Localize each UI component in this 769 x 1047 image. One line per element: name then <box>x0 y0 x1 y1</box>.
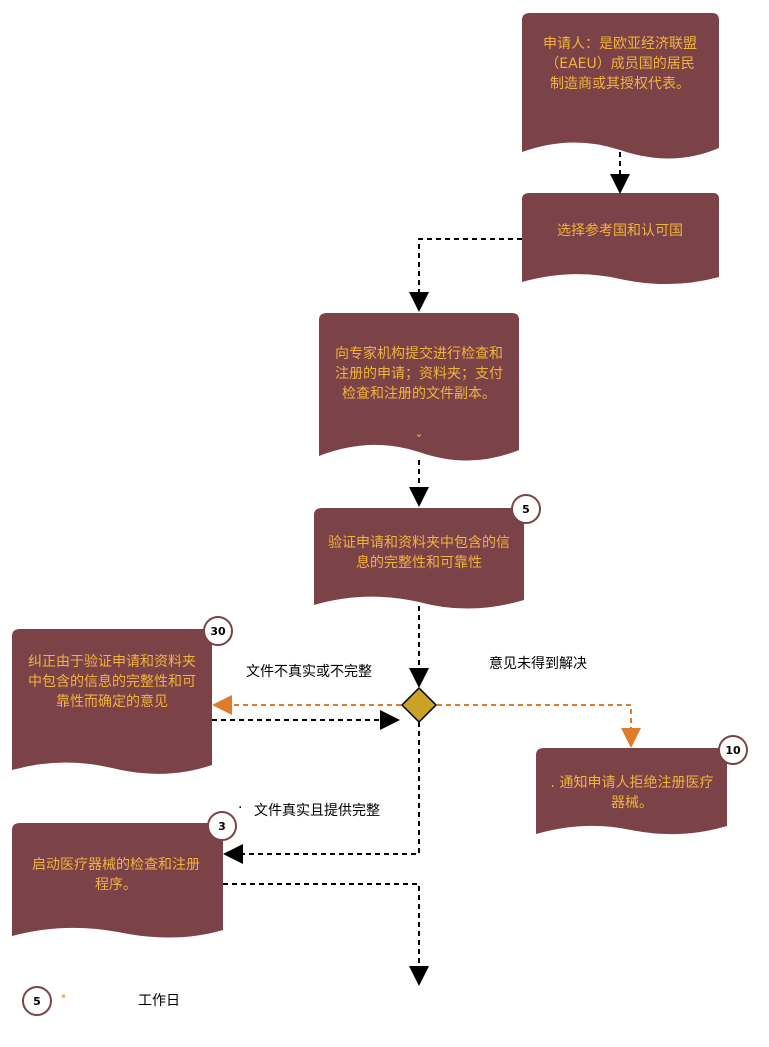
verify-text: 验证申请和资料夹中包含的信息的完整性和可靠性 <box>328 535 510 571</box>
submit-mark: ˇ <box>415 434 423 450</box>
correct-text: 纠正由于验证申请和资料夹中包含的信息的完整性和可靠性而确定的意见 <box>28 654 196 710</box>
decision-diamond <box>400 686 438 724</box>
start-text: 启动医疗器械的检查和注册程序。 <box>32 857 200 893</box>
legend-dot: • <box>60 990 68 1004</box>
badge-correct-days: 30 <box>203 616 233 646</box>
legend-text: 工作日 <box>138 993 180 1009</box>
arrow-select-to-submit <box>409 238 522 312</box>
badge-notify-days: 10 <box>718 735 748 765</box>
label-true-complete: 文件真实且提供完整 <box>254 803 380 819</box>
verify-box-shape <box>314 508 524 609</box>
legend-badge: 5 <box>22 986 52 1016</box>
applicant-box-shape <box>522 13 719 159</box>
applicant-text: 申请人：是欧亚经济联盟（EAEU）成员国的居民制造商或其授权代表。 <box>543 36 697 92</box>
label-not-true: 文件不真实或不完整 <box>246 664 372 680</box>
arrow-decision-to-start <box>223 722 420 864</box>
badge-start-days: 3 <box>207 811 237 841</box>
arrow-start-next <box>223 883 429 986</box>
select-country-text: 选择参考国和认可国 <box>557 223 683 239</box>
select-country-box-shape <box>522 193 719 285</box>
label-unresolved: 意见未得到解决 <box>489 656 587 672</box>
arrow-decision-to-notify <box>437 704 641 748</box>
notify-box-shape <box>536 748 727 835</box>
start-box-shape <box>12 823 223 938</box>
submit-text: 向专家机构提交进行检查和注册的申请；资料夹；支付检查和注册的文件副本。 <box>335 346 503 402</box>
badge-verify-days: 5 <box>511 494 541 524</box>
submit-box-shape <box>319 313 519 461</box>
correct-box-shape <box>12 629 212 774</box>
label-true-mark: · <box>238 800 243 816</box>
notify-text: . 通知申请人拒绝注册医疗器械。 <box>550 775 714 811</box>
